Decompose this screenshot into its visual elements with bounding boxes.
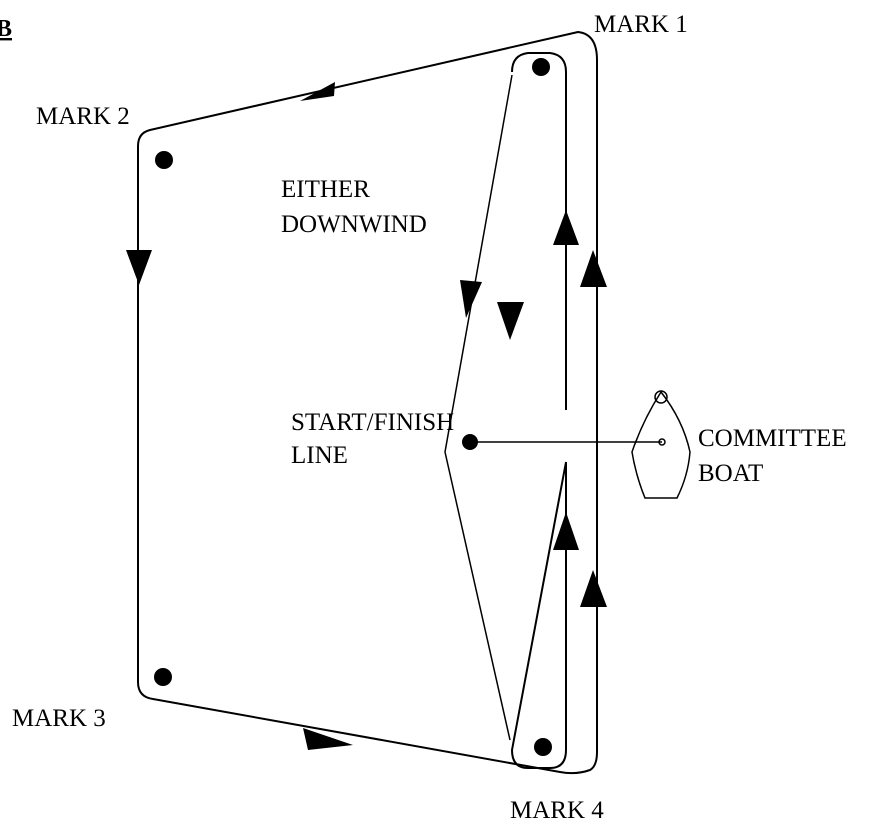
- arrow-inner-up-lower: [553, 512, 579, 550]
- arrow-inner-down-upper: [497, 302, 524, 340]
- arrow-mark1-to-mark2: [300, 82, 335, 101]
- arrow-outer-up-upper: [580, 250, 607, 287]
- committee-label: COMMITTEE: [698, 425, 847, 452]
- mark-2-label: MARK 2: [36, 103, 130, 130]
- mark-4-buoy: [534, 738, 552, 756]
- mark-2-buoy: [155, 151, 173, 169]
- start-finish-label: START/FINISH: [291, 409, 454, 436]
- mark-1-label: MARK 1: [594, 11, 688, 38]
- mark-3-buoy: [154, 668, 172, 686]
- outer-course-line: [137, 30, 598, 775]
- either-downwind-path: [444, 74, 513, 741]
- pin-end-buoy: [462, 434, 478, 450]
- either-label: EITHER: [281, 176, 370, 203]
- arrow-either-downwind: [460, 280, 482, 318]
- arrow-mark3-to-mark4: [303, 728, 353, 750]
- mark-1-buoy: [532, 58, 550, 76]
- course-letter-label: B: [0, 16, 12, 42]
- downwind-label: DOWNWIND: [281, 211, 427, 238]
- arrow-mark2-to-mark3: [126, 250, 152, 285]
- arrow-inner-up-upper: [553, 210, 579, 245]
- mark-4-label: MARK 4: [510, 797, 604, 824]
- mark-3-label: MARK 3: [12, 705, 106, 732]
- committee-boat-icon: [631, 390, 691, 499]
- inner-course-loop: [510, 52, 567, 769]
- arrow-outer-up-lower: [580, 570, 607, 607]
- line-label: LINE: [291, 442, 348, 469]
- boat-label: BOAT: [698, 460, 763, 487]
